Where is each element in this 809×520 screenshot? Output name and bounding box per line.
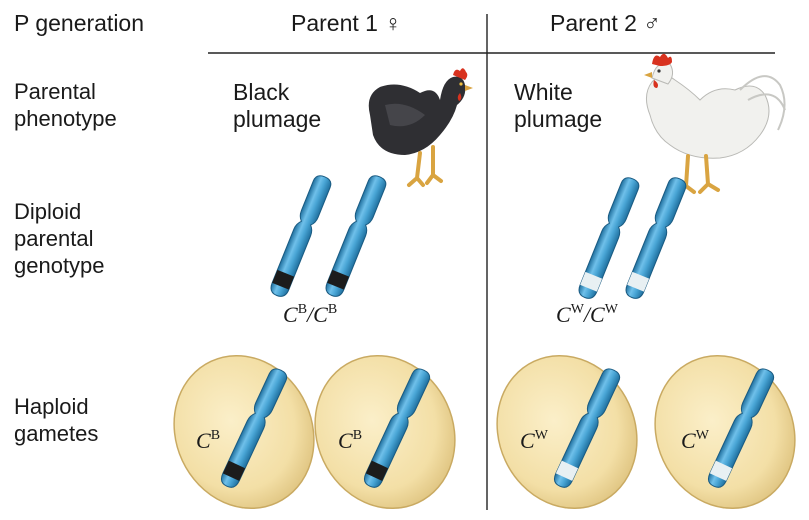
white-rooster-illustration (644, 54, 785, 192)
parent1-gamete-2 (290, 333, 479, 520)
parent1-chromosome-2 (323, 173, 388, 298)
parent2-gamete-1-label: CW (520, 428, 548, 454)
black-hen-illustration (369, 68, 473, 185)
parent1-genotype-label: CB/CB (283, 302, 337, 328)
parent1-chromosome-1 (268, 173, 333, 298)
parent2-genotype-label: CW/CW (556, 302, 618, 328)
parent2-gamete-2-label: CW (681, 428, 709, 454)
parent2-gamete-1 (472, 333, 661, 520)
parent1-gamete-2-label: CB (338, 428, 362, 454)
parent1-gamete-1-label: CB (196, 428, 220, 454)
parent1-gamete-1 (149, 333, 338, 520)
parent2-gamete-2 (630, 333, 809, 520)
